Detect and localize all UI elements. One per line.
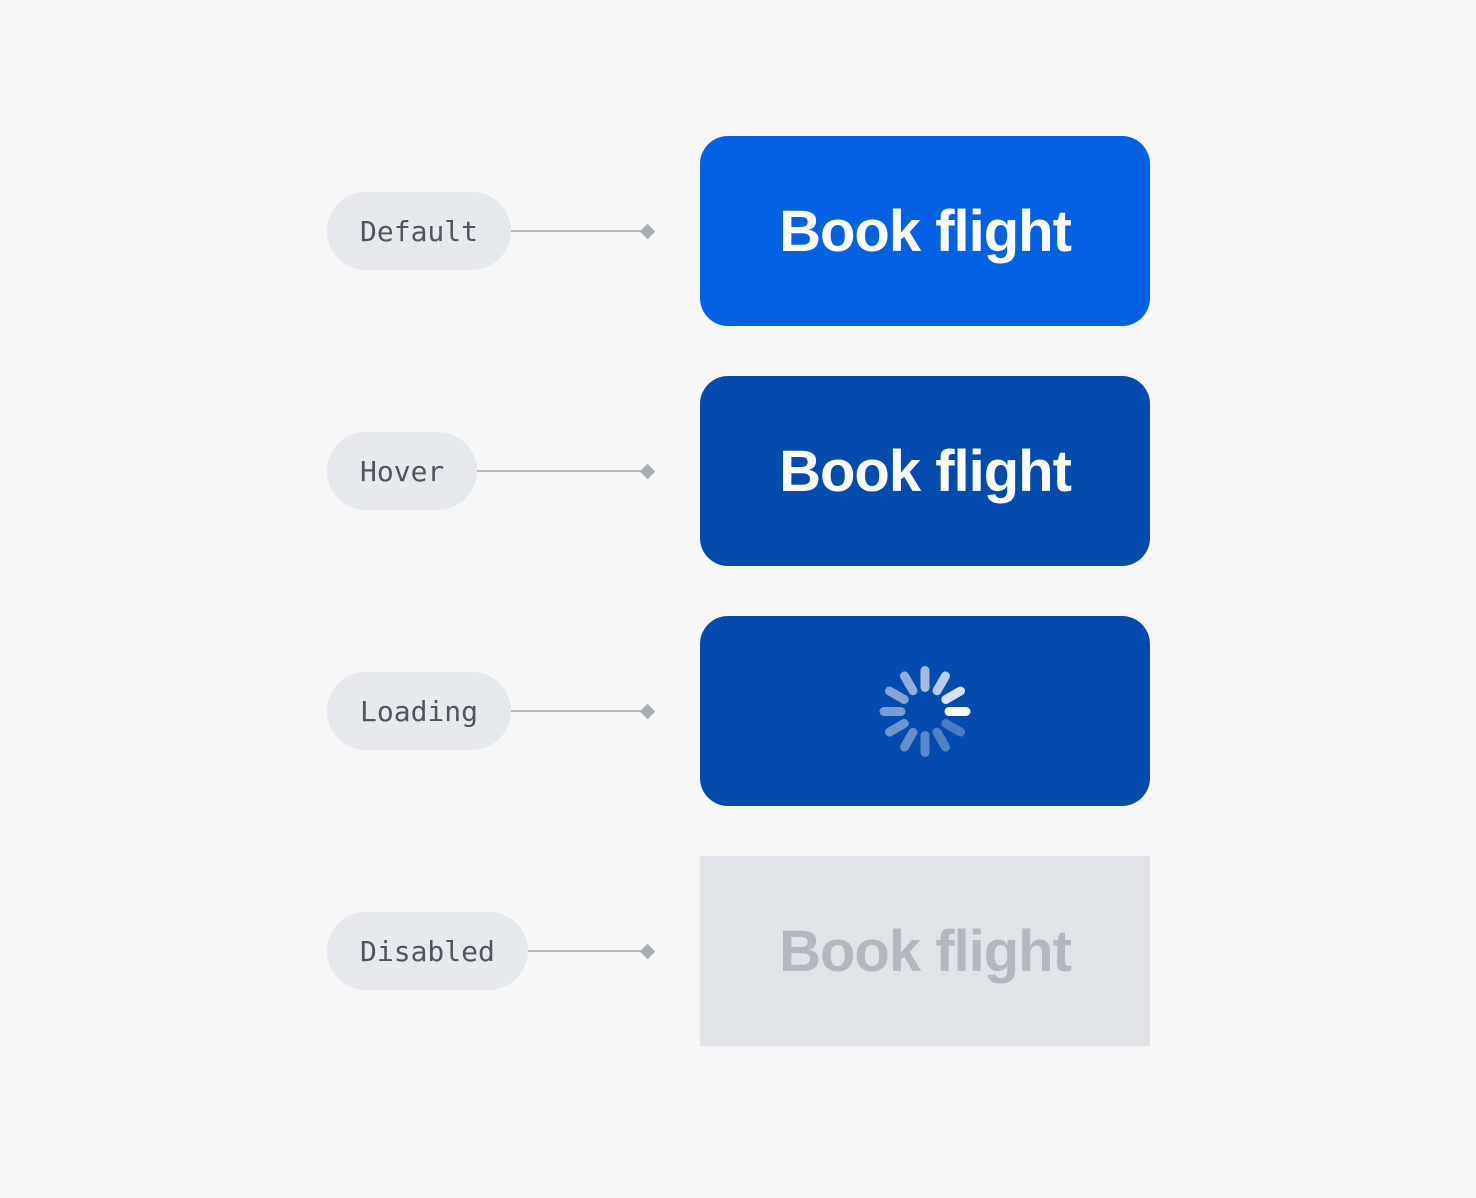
connector-diamond-icon <box>639 223 656 239</box>
connector-line <box>477 470 644 472</box>
connector-diamond-icon <box>639 943 656 959</box>
button-label: Book flight <box>779 918 1072 984</box>
book-flight-button-hover[interactable]: Book flight <box>700 376 1150 566</box>
state-rows: Default Book flight Hover Book flight <box>0 136 1476 1046</box>
button-label: Book flight <box>779 438 1072 504</box>
connector-hover <box>477 463 656 479</box>
state-label: Default <box>360 214 479 248</box>
state-label: Hover <box>360 454 445 488</box>
connector-default <box>511 223 656 239</box>
state-row-default: Default Book flight <box>0 136 1476 326</box>
book-flight-button-disabled: Book flight <box>700 856 1150 1046</box>
state-label-pill-default: Default <box>327 192 512 270</box>
state-label: Loading <box>360 694 479 728</box>
state-row-hover: Hover Book flight <box>0 376 1476 566</box>
state-label-pill-loading: Loading <box>327 672 512 750</box>
state-label-pill-disabled: Disabled <box>327 912 528 990</box>
connector-diamond-icon <box>639 703 656 719</box>
loading-spinner-icon <box>879 665 971 757</box>
state-label: Disabled <box>360 934 495 968</box>
connector-line <box>527 950 644 952</box>
book-flight-button-default[interactable]: Book flight <box>700 136 1150 326</box>
state-label-pill-hover: Hover <box>327 432 478 510</box>
button-label: Book flight <box>779 198 1072 264</box>
connector-loading <box>511 703 656 719</box>
state-row-loading: Loading <box>0 616 1476 806</box>
connector-diamond-icon <box>639 463 656 479</box>
state-row-disabled: Disabled Book flight <box>0 856 1476 1046</box>
book-flight-button-loading[interactable] <box>700 616 1150 806</box>
connector-disabled <box>527 943 656 959</box>
connector-line <box>511 710 644 712</box>
connector-line <box>511 230 644 232</box>
